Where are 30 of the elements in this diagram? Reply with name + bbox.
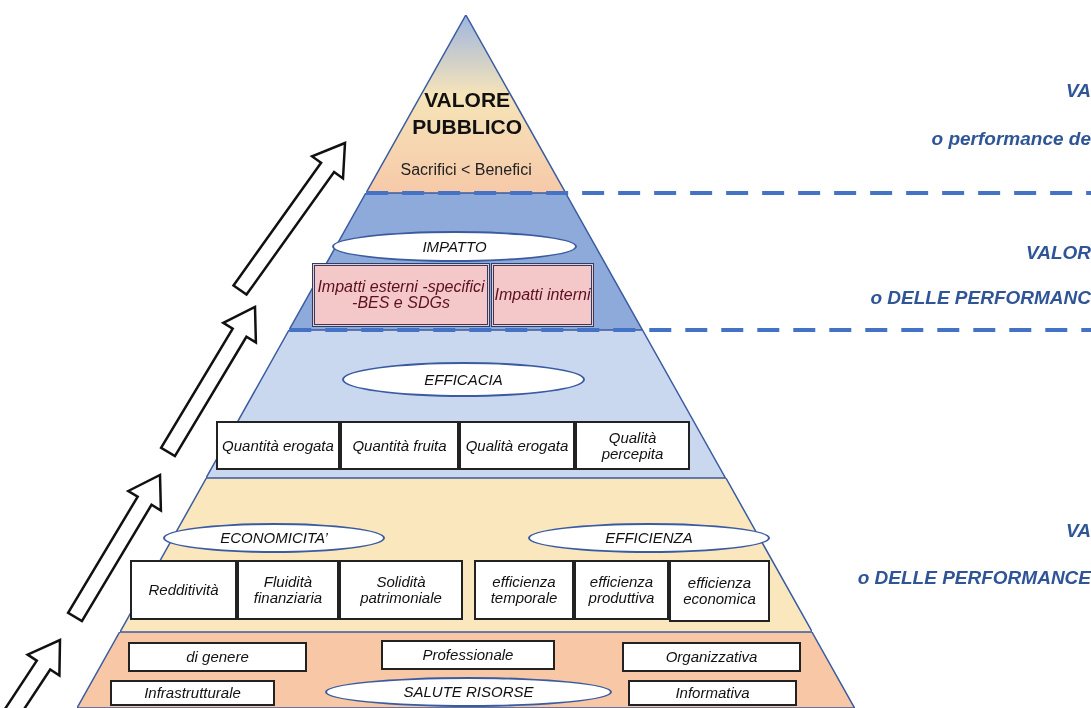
side-label: VALOR	[1025, 242, 1091, 264]
indicator-box: efficienza produttiva	[574, 560, 669, 620]
indicator-box: Quantità erogata	[216, 421, 340, 470]
pyramid-level	[119, 478, 813, 632]
indicator-box: Impatti interni	[491, 263, 594, 327]
indicator-box: Solidità patrimoniale	[339, 560, 463, 620]
side-label: o DELLE PERFORMANC	[870, 287, 1091, 309]
side-label: VA	[1066, 80, 1091, 102]
indicator-box: Qualità percepita	[575, 421, 690, 470]
side-label: o DELLE PERFORMANCE	[857, 567, 1091, 589]
pyramid-level	[366, 15, 566, 193]
indicator-box: Organizzativa	[622, 642, 801, 672]
side-label: VA	[1066, 520, 1091, 542]
indicator-box: Qualità erogata	[459, 421, 575, 470]
indicator-box: Informativa	[628, 680, 797, 706]
indicator-box: Redditività	[130, 560, 237, 620]
level-title: VALORE PUBBLICO	[411, 87, 523, 140]
pyramid-level	[289, 193, 643, 330]
indicator-box: Fluidità finanziaria	[237, 560, 339, 620]
indicator-box: Quantità fruita	[340, 421, 459, 470]
pyramid-level	[206, 330, 726, 478]
indicator-box: Professionale	[381, 640, 555, 670]
side-label: o performance de	[931, 128, 1091, 150]
pyramid-level	[77, 632, 855, 708]
indicator-box: di genere	[128, 642, 307, 672]
indicator-box: efficienza economica	[669, 560, 770, 622]
indicator-box: Impatti esterni -specifici -BES e SDGs	[312, 263, 490, 327]
level-subtitle: Sacrifici < Benefici	[399, 160, 533, 180]
indicator-box: Infrastrutturale	[110, 680, 275, 706]
indicator-box: efficienza temporale	[474, 560, 574, 620]
